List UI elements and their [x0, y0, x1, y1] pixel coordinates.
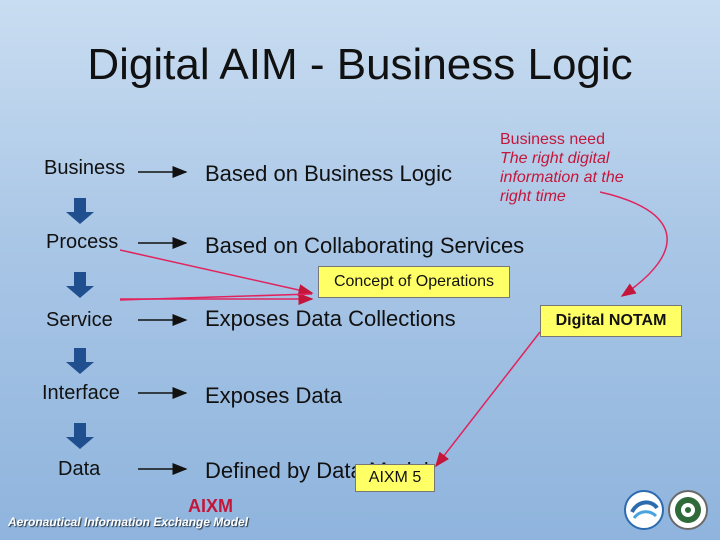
label-business: Business — [44, 157, 126, 179]
business-need-line: right time — [500, 188, 566, 205]
business-need-callout: Business need The right digital informat… — [500, 130, 624, 206]
digital-notam-box: Digital NOTAM — [540, 305, 682, 337]
desc-interface: Exposes Data — [205, 383, 342, 408]
desc-process: Based on Collaborating Services — [205, 233, 525, 258]
down-arrow-1 — [66, 198, 94, 224]
business-need-heading: Business need — [500, 131, 605, 148]
desc-service: Exposes Data Collections — [205, 306, 456, 331]
down-arrow-4 — [66, 423, 94, 449]
aixm-logo: AIXM — [188, 496, 233, 516]
aixm-full-name: Aeronautical Information Exchange Model — [8, 515, 249, 529]
label-interface: Interface — [42, 382, 120, 404]
red-connector-service-conops-2 — [119, 293, 313, 301]
down-arrow-2 — [66, 272, 94, 298]
aixm5-box: AIXM 5 — [355, 464, 435, 492]
red-connector-businessneed-notam — [599, 191, 668, 297]
business-need-line: The right digital — [500, 150, 610, 167]
label-service: Service — [46, 309, 113, 331]
desc-business: Based on Business Logic — [205, 161, 453, 186]
eurocontrol-logo-icon — [624, 490, 664, 530]
down-arrow-3 — [66, 348, 94, 374]
faa-seal-icon — [668, 490, 708, 530]
red-connector-process-conops — [119, 249, 314, 296]
slide-title: Digital AIM - Business Logic — [87, 40, 633, 89]
concept-of-operations-box: Concept of Operations — [318, 266, 510, 298]
label-process: Process — [46, 231, 119, 253]
business-need-line: information at the — [500, 169, 624, 186]
label-data: Data — [58, 458, 101, 480]
red-connector-notam-data — [435, 331, 541, 468]
